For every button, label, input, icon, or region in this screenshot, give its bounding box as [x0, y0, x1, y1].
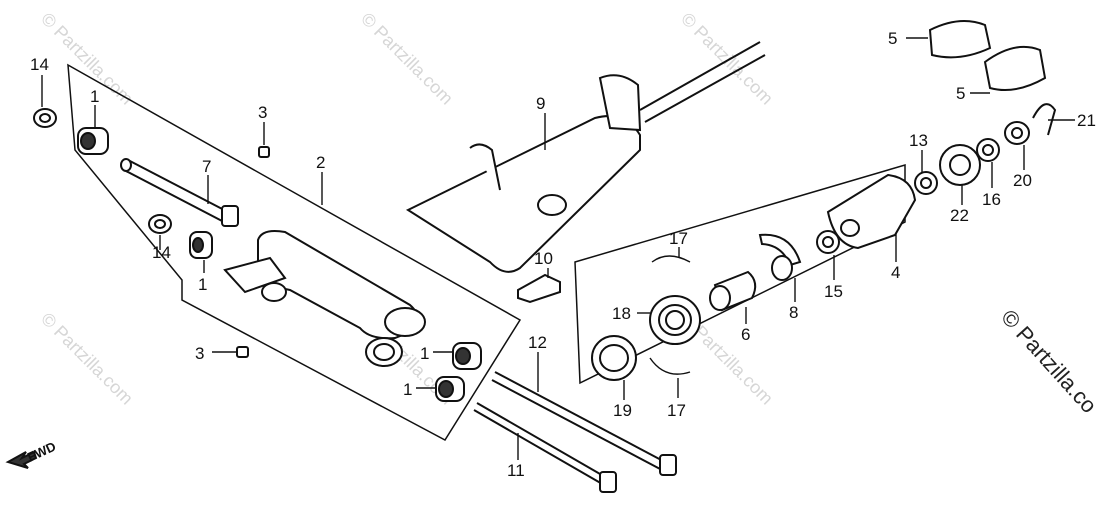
leader-lines	[41, 37, 1075, 460]
callout-11: 13	[909, 131, 928, 150]
damper-part-5-bottom	[983, 46, 1047, 91]
callout-18: 18	[612, 304, 631, 323]
bushing-part-1-d	[435, 376, 465, 402]
nut-part-14-top	[33, 108, 57, 128]
forward-arrow-icon	[5, 450, 38, 469]
pivot-bolt-part-7	[120, 158, 239, 227]
watermark-text: © Partzilla.com	[357, 9, 457, 109]
gearcase-panel-outline	[574, 163, 906, 385]
watermark-text: © Partzilla.com	[37, 9, 137, 109]
final-gear-case-part-4	[826, 173, 917, 250]
callout-4: 4	[891, 263, 900, 282]
callout-6: 6	[741, 325, 750, 344]
callout-1-b: 1	[198, 275, 207, 294]
watermark-text: © Partzilla.com	[677, 9, 777, 109]
callout-21: 21	[1077, 111, 1096, 130]
callout-1-d: 1	[403, 380, 412, 399]
callout-14-top: 14	[30, 55, 49, 74]
grease-fitting-part-3-top	[258, 146, 270, 158]
swingarm-part-2	[223, 230, 426, 367]
callout-17-bottom: 17	[667, 401, 686, 420]
long-bolt-part-12	[473, 402, 617, 493]
callout-17-top: 17	[669, 229, 688, 248]
callout-19: 19	[613, 401, 632, 420]
bushing-part-1-b	[189, 231, 213, 259]
bearing-part-22	[939, 144, 981, 186]
callout-15: 15	[824, 282, 843, 301]
callout-2: 2	[316, 153, 325, 172]
callout-12: 11	[507, 461, 525, 480]
washer-part-15	[816, 230, 840, 254]
callout-1-a: 1	[90, 87, 99, 106]
circlip-part-17-bottom	[649, 357, 691, 375]
callout-1-c: 1	[420, 344, 429, 363]
clip-part-10	[517, 273, 561, 304]
callout-7: 7	[202, 157, 211, 176]
washer-part-16	[976, 138, 1000, 162]
callout-22: 22	[950, 206, 969, 225]
bearing-part-18	[649, 295, 701, 345]
callout-5-top: 5	[888, 29, 897, 48]
dust-seal-part-8	[758, 233, 802, 281]
bushing-part-1-c	[452, 342, 482, 370]
forward-direction-indicator: FWD	[5, 439, 58, 469]
oil-seal-part-19	[591, 335, 637, 381]
damper-part-5-top	[928, 20, 992, 59]
watermark-corner-text: © Partzilla.co	[996, 305, 1102, 418]
callout-labels: 14 1 3 2 7 14 1 3 1 1 9 10 12 11 17 18 1…	[30, 29, 1096, 480]
callout-10: 10	[534, 249, 553, 268]
cotter-pin-part-21	[1032, 103, 1057, 136]
washer-part-11	[914, 171, 938, 195]
callout-5-bottom: 5	[956, 84, 965, 103]
joint-part-6	[709, 270, 757, 312]
long-bolt-part-13	[491, 371, 677, 476]
callout-20: 20	[1013, 171, 1032, 190]
callout-9: 9	[536, 94, 545, 113]
watermark-text: © Partzilla.com	[37, 309, 137, 409]
callout-3-bottom: 3	[195, 344, 204, 363]
nut-part-14-mid	[148, 214, 172, 234]
callout-3-top: 3	[258, 103, 267, 122]
callout-8: 8	[789, 303, 798, 322]
callout-16: 16	[982, 190, 1001, 209]
bushing-part-1-a	[77, 127, 109, 155]
drive-shaft-housing-part-9	[405, 41, 766, 273]
callout-14-mid: 14	[152, 243, 171, 262]
circlip-part-17-top	[651, 255, 691, 263]
forward-label: FWD	[25, 439, 58, 465]
swingarm-panel-outline	[67, 63, 522, 441]
callout-13: 12	[528, 333, 547, 352]
nut-part-20	[1004, 121, 1030, 145]
grease-fitting-part-3-bottom	[236, 346, 249, 358]
